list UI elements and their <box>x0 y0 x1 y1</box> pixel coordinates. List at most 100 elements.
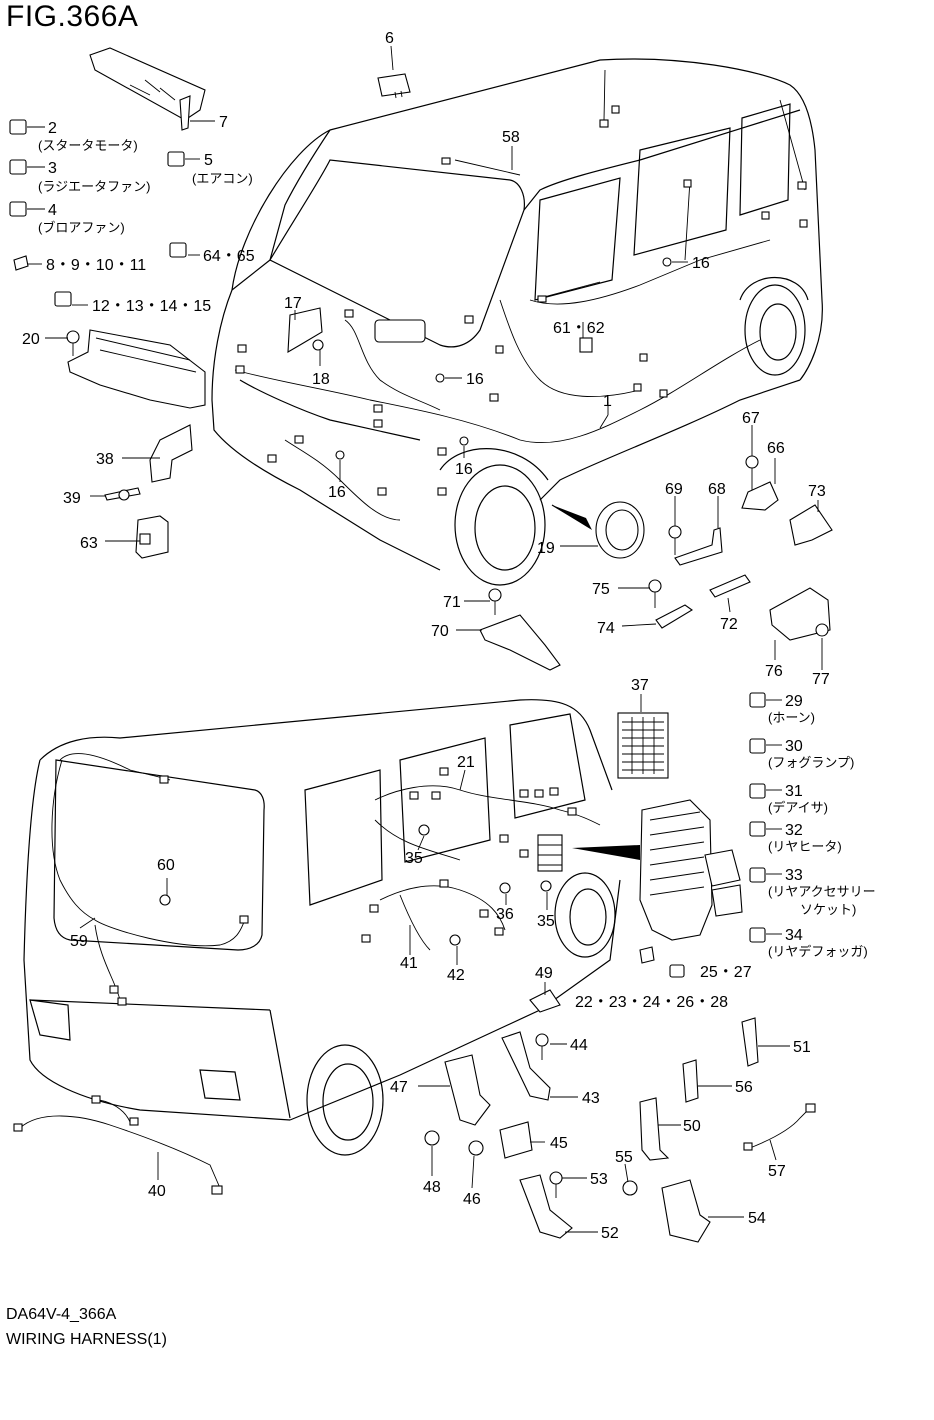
callout-61-62: 61・62 <box>553 320 605 337</box>
callout-44: 44 <box>570 1037 588 1054</box>
callout-70: 70 <box>431 623 449 640</box>
desc-34: (リヤデフォッガ) <box>768 944 868 959</box>
callout-64-65: 64・65 <box>203 248 255 265</box>
callout-55: 55 <box>615 1149 633 1166</box>
callout-68: 68 <box>708 481 726 498</box>
brackets-66-73 <box>668 455 833 566</box>
desc-33a: (リヤアクセサリー <box>768 884 876 899</box>
callout-35a: 35 <box>405 850 423 867</box>
callout-33: 33 <box>785 867 803 884</box>
callout-20: 20 <box>22 331 40 348</box>
callout-66: 66 <box>767 440 785 457</box>
part-17-18 <box>287 307 324 353</box>
callout-77: 77 <box>812 671 830 688</box>
callout-2: 2 <box>48 120 57 137</box>
desc-31: (デアイサ) <box>768 800 828 815</box>
callout-16c: 16 <box>455 461 473 478</box>
callout-72: 72 <box>720 616 738 633</box>
callout-5: 5 <box>204 152 213 169</box>
desc-4: (ブロアファン) <box>38 220 125 235</box>
callout-19: 19 <box>537 540 555 557</box>
callout-1: 1 <box>603 393 612 410</box>
callout-41: 41 <box>400 955 418 972</box>
callout-39: 39 <box>63 490 81 507</box>
callout-59: 59 <box>70 933 88 950</box>
callout-6: 6 <box>385 30 394 47</box>
callout-30: 30 <box>785 738 803 755</box>
callout-51: 51 <box>793 1039 811 1056</box>
callout-29: 29 <box>785 693 803 710</box>
callout-40: 40 <box>148 1183 166 1200</box>
brackets-70-77 <box>479 574 831 671</box>
figure-name: WIRING HARNESS(1) <box>6 1331 167 1348</box>
callout-17: 17 <box>284 295 302 312</box>
lower-small-parts <box>13 824 816 1243</box>
desc-5: (エアコン) <box>192 171 253 186</box>
junction-block <box>639 799 743 941</box>
figure-code: DA64V-4_366A <box>6 1306 117 1323</box>
leader-lines <box>27 45 823 1233</box>
callout-71: 71 <box>443 594 461 611</box>
callout-38: 38 <box>96 451 114 468</box>
callout-43: 43 <box>582 1090 600 1107</box>
callout-16d: 16 <box>328 484 346 501</box>
part-7-cover <box>89 47 206 131</box>
callout-50: 50 <box>683 1118 701 1135</box>
callout-54: 54 <box>748 1210 766 1227</box>
desc-2: (スタータモータ) <box>38 138 138 153</box>
callout-22-28: 22・23・24・26・28 <box>575 994 728 1011</box>
callout-49: 49 <box>535 965 553 982</box>
callout-31: 31 <box>785 783 803 800</box>
callout-18: 18 <box>312 371 330 388</box>
callout-8-11: 8・9・10・11 <box>46 257 146 274</box>
part-19-grommet <box>595 501 645 559</box>
figure-title: FIG.366A <box>6 0 139 33</box>
desc-3: (ラジエータファン) <box>38 179 150 194</box>
callout-34: 34 <box>785 927 803 944</box>
callout-52: 52 <box>601 1225 619 1242</box>
relay-icons <box>9 119 187 307</box>
front-van-body <box>211 58 823 586</box>
callout-36: 36 <box>496 906 514 923</box>
callout-69: 69 <box>665 481 683 498</box>
bolt-icons-16 <box>335 257 672 460</box>
callout-46: 46 <box>463 1191 481 1208</box>
callout-labels: 6 7 2 (スタータモータ) 3 (ラジエータファン) 5 (エアコン) 4 … <box>22 30 876 1242</box>
desc-33b: ソケット) <box>800 902 856 917</box>
callout-57: 57 <box>768 1163 786 1180</box>
callout-63: 63 <box>80 535 98 552</box>
part-20-fuse-box <box>66 329 206 409</box>
callout-35b: 35 <box>537 913 555 930</box>
rear-van-body <box>23 699 621 1156</box>
callout-12-15: 12・13・14・15 <box>92 298 211 315</box>
callout-76: 76 <box>765 663 783 680</box>
callout-58: 58 <box>502 129 520 146</box>
callout-4: 4 <box>48 202 57 219</box>
callout-73: 73 <box>808 483 826 500</box>
relay-icons-lower <box>639 692 766 978</box>
callout-48: 48 <box>423 1179 441 1196</box>
callout-16b: 16 <box>466 371 484 388</box>
callout-67: 67 <box>742 410 760 427</box>
callout-47: 47 <box>390 1079 408 1096</box>
callout-37: 37 <box>631 677 649 694</box>
callout-7: 7 <box>219 114 228 131</box>
callout-25-27: 25・27 <box>700 964 752 981</box>
callout-75: 75 <box>592 581 610 598</box>
callout-21: 21 <box>457 754 475 771</box>
desc-29: (ホーン) <box>768 710 815 725</box>
callout-60: 60 <box>157 857 175 874</box>
callout-53: 53 <box>590 1171 608 1188</box>
callout-42: 42 <box>447 967 465 984</box>
callout-3: 3 <box>48 160 57 177</box>
part-37-fuse-label <box>617 712 669 779</box>
desc-32: (リヤヒータ) <box>768 839 842 854</box>
part-6-connector <box>377 73 411 99</box>
callout-45: 45 <box>550 1135 568 1152</box>
callout-74: 74 <box>597 620 615 637</box>
callout-32: 32 <box>785 822 803 839</box>
part-38-39-63 <box>104 424 193 559</box>
callout-16a: 16 <box>692 255 710 272</box>
desc-30: (フォグランプ) <box>768 755 854 770</box>
